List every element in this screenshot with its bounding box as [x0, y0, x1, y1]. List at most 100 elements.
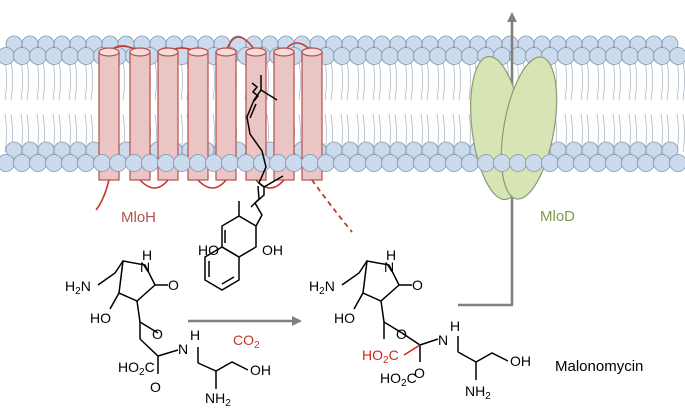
protein-c-terminus: [312, 180, 352, 232]
lipid-tail: [395, 60, 397, 100]
product-ring-oxo: O: [412, 277, 423, 293]
lipid-tail: [603, 60, 605, 100]
lipid-head: [30, 48, 47, 65]
lipid-head: [654, 155, 671, 172]
lipid-head: [430, 48, 447, 65]
lipid-head: [446, 48, 463, 65]
lipid-head: [462, 155, 479, 172]
lipid-tail: [123, 60, 125, 100]
lipid-head: [0, 155, 15, 172]
lipid-head: [462, 48, 479, 65]
lipid-head: [494, 155, 511, 172]
lipid-head: [174, 155, 191, 172]
lipid-tail: [581, 60, 583, 100]
product-ketone-o: O: [396, 326, 407, 342]
substrate-amide-o: O: [150, 379, 161, 395]
helix-top: [99, 48, 119, 56]
substrate-hydroxy: HO: [90, 310, 111, 326]
lipid-head: [0, 48, 15, 65]
lipid-head: [526, 155, 543, 172]
lipid-tail: [667, 60, 669, 100]
lipid-head: [558, 155, 575, 172]
lipid-head: [30, 155, 47, 172]
lipid-tail: [571, 60, 573, 100]
lipid-head: [206, 155, 223, 172]
lipid-tail: [331, 60, 333, 100]
cofactor-oh-right: OH: [262, 242, 283, 258]
lipid-head: [238, 155, 255, 172]
substrate-ring-oxo: O: [168, 277, 179, 293]
protein-loop: [140, 180, 168, 188]
lipid-tail: [565, 60, 567, 100]
lipid-tail: [629, 60, 631, 100]
lipid-tail: [619, 60, 621, 100]
lipid-tail: [437, 60, 439, 100]
lipid-tail: [181, 60, 183, 100]
lipid-head: [78, 155, 95, 172]
lipid-tail: [341, 60, 343, 100]
lipid-tail: [5, 60, 7, 100]
lipid-head: [46, 48, 63, 65]
lipid-head: [606, 155, 623, 172]
product-amide-n: N: [438, 332, 448, 348]
lipid-tail: [635, 60, 637, 100]
product-ring-n: N: [384, 259, 394, 275]
lipid-head: [654, 48, 671, 65]
lipid-head: [606, 48, 623, 65]
co2-label: CO2: [233, 332, 260, 351]
lipid-head: [110, 155, 127, 172]
lipid-head: [78, 48, 95, 65]
helix-top: [246, 48, 266, 56]
lipid-tail: [43, 60, 45, 100]
lipid-tail: [325, 60, 327, 100]
lipid-tail: [587, 60, 589, 100]
lipid-head: [126, 155, 143, 172]
lipid-head: [590, 155, 607, 172]
helix-top: [188, 48, 208, 56]
transporter-label: MloD: [540, 208, 575, 225]
product-name: Malonomycin: [555, 358, 643, 375]
lipid-tail: [27, 60, 29, 100]
lipid-head: [670, 48, 685, 65]
lipid-head: [46, 155, 63, 172]
lipid-bilayer-front: [0, 155, 685, 172]
helix-top: [302, 48, 322, 56]
lipid-tail: [661, 60, 663, 100]
lipid-tail: [645, 60, 647, 100]
lipid-tail: [443, 60, 445, 100]
lipid-tail: [91, 60, 93, 100]
lipid-head: [270, 155, 287, 172]
lipid-head: [158, 155, 175, 172]
lipid-tail: [299, 60, 301, 100]
lipid-tail: [651, 60, 653, 100]
substrate-serine-nh2: NH2: [205, 390, 231, 408]
lipid-head: [334, 155, 351, 172]
lipid-head: [62, 155, 79, 172]
lipid-head: [590, 48, 607, 65]
lipid-head: [254, 155, 271, 172]
lipid-head: [142, 155, 159, 172]
product-serine-nh2: NH2: [465, 383, 491, 402]
lipid-head: [622, 155, 639, 172]
lipid-tail: [85, 60, 87, 100]
lipid-head: [478, 155, 495, 172]
lipid-tail: [69, 60, 71, 100]
lipid-head: [510, 155, 527, 172]
lipid-head: [350, 155, 367, 172]
lipid-head: [382, 155, 399, 172]
lipid-tail: [683, 60, 685, 100]
lipid-head: [398, 48, 415, 65]
product-acid: HO2C: [380, 370, 417, 389]
lipid-tail: [677, 60, 679, 100]
lipid-head: [446, 155, 463, 172]
lipid-tail: [405, 60, 407, 100]
lipid-head: [574, 48, 591, 65]
lipid-tail: [357, 60, 359, 100]
lipid-tail: [37, 60, 39, 100]
lipid-tail: [453, 60, 455, 100]
lipid-head: [542, 155, 559, 172]
product-amide-h: H: [450, 318, 460, 334]
lipid-tail: [421, 60, 423, 100]
